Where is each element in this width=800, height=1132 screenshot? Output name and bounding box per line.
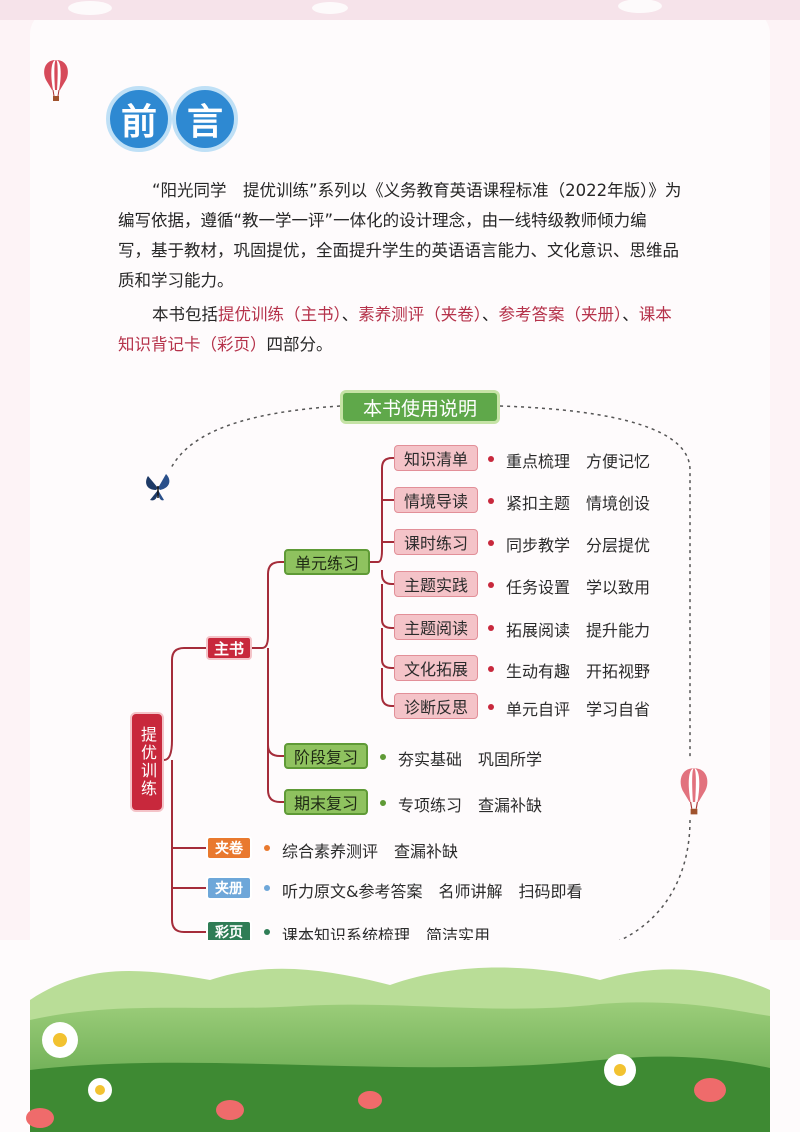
title-char-2: 言 (186, 102, 223, 143)
review-item-box: 阶段复习 (284, 743, 368, 769)
intro-paragraph-1: “阳光同学 提优训练”系列以《义务教育英语课程标准（2022年版）》为 编写依据… (118, 176, 738, 296)
bullet-dot (264, 929, 270, 935)
unit-practice-box: 单元练习 (284, 549, 370, 575)
root-box: 提优训练 (130, 712, 164, 812)
intro-p2-line-2: 知识背记卡（彩页）四部分。 (118, 330, 738, 360)
intro-line-1: “阳光同学 提优训练”系列以《义务教育英语课程标准（2022年版）》为 (152, 181, 682, 200)
unit-item-desc: 拓展阅读 提升能力 (506, 621, 651, 640)
intro-paragraph-2: 本书包括提优训练（主书）、素养测评（夹卷）、参考答案（夹册）、课本 知识背记卡（… (118, 300, 738, 360)
unit-item-desc: 单元自评 学习自省 (506, 700, 651, 719)
cloud-strip (0, 0, 800, 20)
review-item-desc: 专项练习 查漏补缺 (398, 796, 543, 815)
unit-item-desc: 同步教学 分层提优 (506, 536, 651, 555)
meadow-illustration (0, 940, 800, 1132)
hot-air-balloon-icon-right (680, 768, 708, 815)
unit-item-box: 文化拓展 (394, 655, 478, 681)
unit-item-desc: 紧扣主题 情境创设 (506, 494, 651, 513)
guide-header: 本书使用说明 (340, 390, 500, 424)
bullet-dot (488, 456, 494, 462)
extra-item-desc: 综合素养测评 查漏补缺 (282, 842, 459, 861)
unit-item-box: 课时练习 (394, 529, 478, 555)
bullet-dot (488, 540, 494, 546)
bullet-dot (488, 704, 494, 710)
bullet-dot (488, 625, 494, 631)
intro-p2-suffix: 四部分。 (266, 335, 333, 354)
sep-2: 、 (482, 305, 499, 324)
unit-item-desc: 生动有趣 开拓视野 (506, 662, 651, 681)
unit-item-box: 知识清单 (394, 445, 478, 471)
tulip-icon (26, 1078, 726, 1128)
intro-line-2: 编写依据，遵循“教一学一评”一体化的设计理念，由一线特级教师倾力编 (118, 211, 647, 230)
extra-item-box: 夹册 (206, 876, 252, 900)
intro-line-3: 写，基于教材，巩固提优，全面提升学生的英语语言能力、文化意识、思维品 (118, 241, 679, 260)
unit-item-box: 主题实践 (394, 571, 478, 597)
unit-item-box: 情境导读 (394, 487, 478, 513)
bullet-dot (380, 754, 386, 760)
intro-p2-line-1: 本书包括提优训练（主书）、素养测评（夹卷）、参考答案（夹册）、课本 (118, 300, 738, 330)
part-answer-book: 参考答案（夹册） (498, 305, 623, 324)
sep-3: 、 (622, 305, 639, 324)
title-char-1: 前 (120, 102, 157, 143)
part-test-paper: 素养测评（夹卷） (358, 305, 482, 324)
bullet-dot (488, 498, 494, 504)
unit-item-box: 主题阅读 (394, 614, 478, 640)
daisy-flower-icon (42, 1022, 636, 1102)
butterfly-icon (146, 474, 170, 501)
unit-item-desc: 任务设置 学以致用 (506, 578, 651, 597)
intro-p2-prefix: 本书包括 (152, 305, 218, 324)
title-badge-1: 前 (106, 86, 172, 152)
page-background (30, 10, 770, 1120)
bullet-dot (264, 885, 270, 891)
part-color-card-b: 知识背记卡（彩页） (118, 335, 267, 354)
title-badge-2: 言 (172, 86, 238, 152)
extra-item-box: 夹卷 (206, 836, 252, 860)
bullet-dot (488, 582, 494, 588)
hot-air-balloon-icon (44, 60, 68, 101)
bullet-dot (488, 666, 494, 672)
review-item-desc: 夯实基础 巩固所学 (398, 750, 543, 769)
extra-item-desc: 听力原文&参考答案 名师讲解 扫码即看 (282, 882, 583, 901)
unit-item-desc: 重点梳理 方便记忆 (506, 452, 651, 471)
part-main-book: 提优训练（主书） (218, 305, 342, 324)
intro-line-4: 质和学习能力。 (118, 271, 234, 290)
main-book-box: 主书 (206, 636, 252, 660)
sep-1: 、 (341, 305, 359, 324)
part-color-card-a: 课本 (638, 305, 672, 324)
bullet-dot (264, 845, 270, 851)
review-item-box: 期末复习 (284, 789, 368, 815)
bullet-dot (380, 800, 386, 806)
unit-item-box: 诊断反思 (394, 693, 478, 719)
